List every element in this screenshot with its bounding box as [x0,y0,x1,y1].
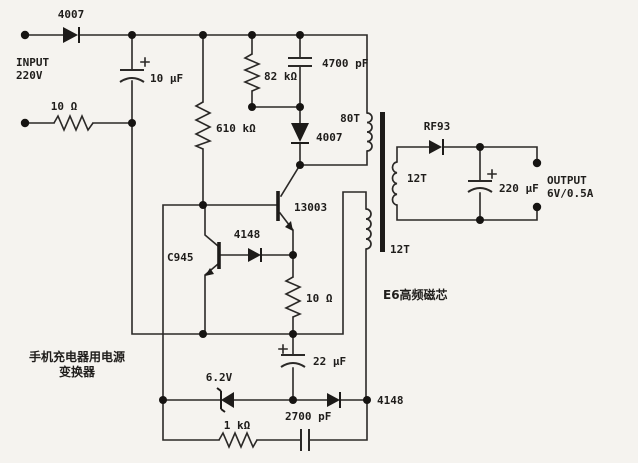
d3-label: 4148 [234,228,261,241]
caption-line2: 变换器 [59,364,96,379]
diode-d2 [291,123,309,144]
junction-dot [248,103,256,111]
c5-plus-icon [487,169,497,179]
junction-dot [296,31,304,39]
r1-label: 10 Ω [51,100,78,113]
r4-label: 10 Ω [306,292,333,305]
capacitor-c2 [288,57,312,67]
junction-dot [296,103,304,111]
q2-emitter-wire [204,262,220,335]
diode-d4 [327,392,341,408]
d2-label: 4007 [316,131,343,144]
r2-label: 610 kΩ [216,122,256,135]
junction-dot [159,396,167,404]
output-terminal-bottom [532,202,542,212]
c5-label: 220 µF [499,182,539,195]
input-terminal-top [20,30,30,40]
caption-line1: 手机充电器用电源 [29,349,125,364]
diode-d1 [63,27,80,43]
resistor-r3 [242,53,262,92]
secondary-winding-label: 12T [407,172,427,185]
labels: 4007 INPUT 220V 10 Ω 10 µF 610 kΩ 82 kΩ … [16,8,594,432]
junction-dot [476,143,484,151]
capacitor-c5 [467,169,497,193]
junction-dot [199,201,207,209]
d1-label: 4007 [58,8,85,21]
junction-dot [199,330,207,338]
q2-label: C945 [167,251,194,264]
diode-d5-rf93 [429,139,444,155]
secondary-winding-12t [391,161,398,206]
r3-label: 82 kΩ [264,70,297,83]
junction-dot [248,31,256,39]
transistor-q2-c945 [205,242,221,276]
diodes [63,27,444,413]
capacitors [119,57,497,451]
transistor-q1-13003 [276,191,293,231]
feedback-winding-label: 12T [390,243,410,256]
junction-dot [363,396,371,404]
junction-dot [289,330,297,338]
junction-dot [476,216,484,224]
transformer-core-bar [380,112,385,252]
primary-winding-label: 80T [340,112,360,125]
resistor-r2 [193,101,213,150]
junction-dots [20,30,542,404]
secondary-top-wire [396,146,538,164]
resistor-r5 [218,430,258,450]
q1-collector-wire [279,163,302,198]
c3-label: 22 µF [313,355,346,368]
zd1-label: 6.2V [206,371,233,384]
q1-emitter-arrow-icon [285,221,293,231]
primary-winding-80t [366,112,373,152]
diode-d3 [248,248,262,262]
output-label-line2: 6V/0.5A [547,187,594,200]
core-label: E6高频磁芯 [383,287,448,302]
d5-label: RF93 [424,120,451,133]
c3-plus-icon [278,344,288,354]
resistor-r1 [53,113,94,133]
output-terminal-top [532,158,542,168]
junction-dot [128,31,136,39]
wires [24,34,538,441]
input-terminal-bottom [20,118,30,128]
q1-emitter-wire [278,211,294,256]
resistors [53,53,303,450]
top-rail-wire [24,34,368,114]
transistors [205,191,293,276]
d4-label: 4148 [377,394,404,407]
junction-dot [128,119,136,127]
feedback-winding-12t [365,208,372,250]
input-label-line1: INPUT [16,56,49,69]
left-return-wire [131,122,367,335]
q1-label: 13003 [294,201,327,214]
input-label-line2: 220V [16,69,43,82]
bottom-loop-wire [162,399,368,441]
zener-diode-zd1 [216,387,234,413]
resistor-r4 [284,276,303,318]
c1-plus-icon [140,57,150,67]
r5-label: 1 kΩ [224,419,251,432]
secondary-bottom-wire [396,204,538,221]
junction-dot [289,251,297,259]
c1-label: 10 µF [150,72,183,85]
capacitor-c3 [278,344,306,368]
q2-collector-wire [204,205,220,248]
c4-label: 2700 pF [285,410,331,423]
junction-dot [289,396,297,404]
capacitor-c4 [300,429,310,451]
junction-dot [199,31,207,39]
c2-label: 4700 pF [322,57,368,70]
q2-emitter-arrow-icon [205,268,214,276]
transformer-t1 [365,112,398,252]
primary-link-wire [299,150,368,166]
output-label-line1: OUTPUT [547,174,587,187]
control-node-wire [162,204,279,401]
capacitor-c1 [119,57,150,83]
junction-dot [296,161,304,169]
